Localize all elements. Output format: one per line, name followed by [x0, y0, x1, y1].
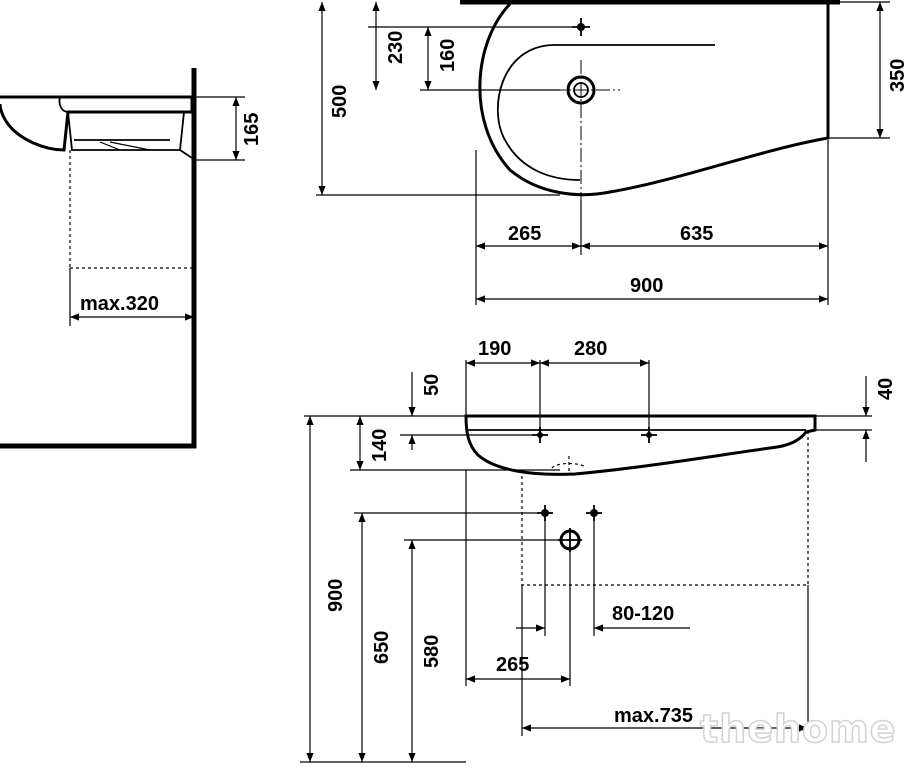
top-basin-inner: [497, 44, 715, 181]
front-dim-40-label: 40: [875, 378, 897, 400]
top-drain-inner: [573, 82, 589, 98]
front-dim-max735-label: max.735: [614, 705, 693, 727]
front-dim-265-label: 265: [496, 654, 529, 676]
side-wall: [0, 68, 197, 449]
front-dim-80-120-label: 80-120: [612, 603, 674, 625]
side-dim-max320-label: max.320: [80, 293, 159, 315]
top-dim-500-label: 500: [329, 85, 351, 118]
front-drain-hint: [551, 456, 587, 472]
watermark: thehome: [700, 707, 897, 751]
front-waste-hole-right-icon: [586, 505, 602, 521]
front-dim-280-label: 280: [574, 338, 607, 360]
top-dim-350-label: 350: [887, 59, 908, 92]
top-dim-635-label: 635: [680, 223, 713, 245]
top-drain-outer: [566, 75, 596, 105]
front-dim-140-label: 140: [369, 429, 391, 462]
front-dash-box: [521, 432, 809, 586]
front-tap-hole-left-icon: [532, 427, 548, 443]
top-basin-outline: [478, 2, 830, 197]
front-dim-580-label: 580: [421, 635, 443, 668]
side-siphon-hint: [99, 141, 151, 151]
side-dim-165-label: 165: [241, 113, 263, 146]
top-dim-230-label: 230: [385, 31, 407, 64]
front-basin-outline: [464, 414, 817, 476]
top-tap-hole-icon: [572, 18, 590, 36]
front-waste-hole-left-icon: [537, 505, 553, 521]
front-tap-hole-right-icon: [641, 427, 657, 443]
top-view: 230 160 500 350 265 635 900: [316, 0, 908, 305]
side-bracket: [67, 111, 193, 159]
side-view: 165 max.320: [0, 68, 263, 449]
top-dim-265-label: 265: [508, 223, 541, 245]
top-dim-900-label: 900: [630, 275, 663, 297]
side-basin-outline: [0, 95, 194, 152]
front-dim-190-label: 190: [478, 338, 511, 360]
front-view: 190 280 50 140 40 900 650 580 80-120 26: [300, 338, 897, 763]
front-dim-900-label: 900: [325, 579, 347, 612]
front-dim-50-label: 50: [421, 374, 443, 396]
front-waste-outlet-icon: [558, 528, 582, 552]
front-dim-650-label: 650: [371, 631, 393, 664]
side-basin-inner: [58, 96, 69, 113]
top-dim-160-label: 160: [437, 39, 459, 72]
